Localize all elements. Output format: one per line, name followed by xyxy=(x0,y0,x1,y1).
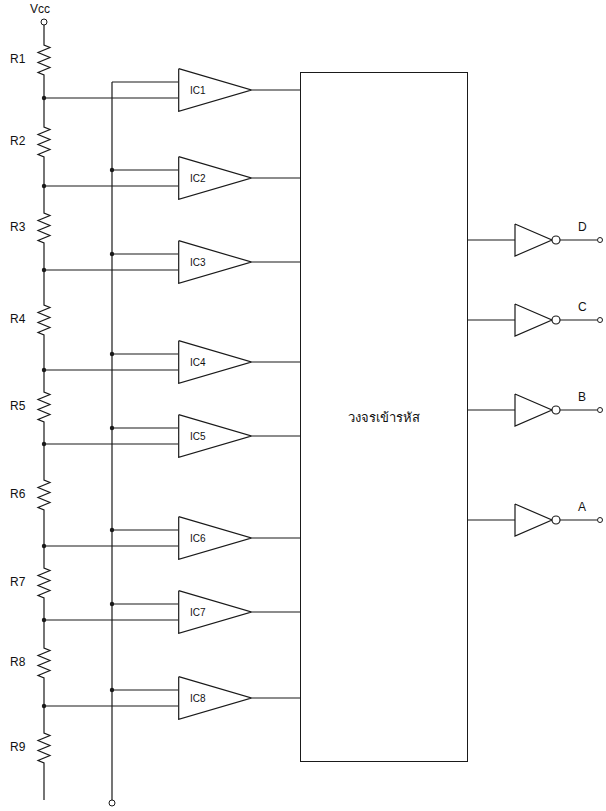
output-label: C xyxy=(578,300,587,314)
input-wire xyxy=(112,81,178,82)
junction-dot xyxy=(110,528,114,532)
tap-wire xyxy=(44,705,178,706)
input-wire xyxy=(112,253,178,254)
junction-dot xyxy=(110,602,114,606)
tap-wire xyxy=(44,443,178,444)
component-label: IC3 xyxy=(190,257,206,268)
component-label: IC4 xyxy=(190,357,206,368)
comparator-outline xyxy=(178,340,252,384)
comparator-outline xyxy=(178,414,252,458)
junction-dot xyxy=(110,252,114,256)
output-wire xyxy=(252,537,300,538)
output-wire xyxy=(252,89,300,90)
resistor-label: R5 xyxy=(10,399,25,413)
junction-dot xyxy=(42,618,46,622)
input-wire xyxy=(112,169,178,170)
comparator-triangle: IC7 xyxy=(178,590,252,634)
component-label: IC8 xyxy=(190,693,206,704)
input-wire xyxy=(112,529,178,530)
resistor-label: R6 xyxy=(10,487,25,501)
tap-wire xyxy=(44,185,178,186)
input-wire xyxy=(112,689,178,690)
junction-dot xyxy=(42,268,46,272)
junction-dot xyxy=(42,184,46,188)
resistor-label: R4 xyxy=(10,312,25,326)
junction-dot xyxy=(42,442,46,446)
comparator-outline xyxy=(178,240,252,284)
output-wire xyxy=(252,697,300,698)
supply-label: Vcc xyxy=(30,2,50,16)
tap-wire xyxy=(44,97,178,98)
component-label: IC6 xyxy=(190,533,206,544)
output-label: D xyxy=(578,220,587,234)
resistor-label: R3 xyxy=(10,220,25,234)
resistor-label: R1 xyxy=(10,52,25,66)
output-label: B xyxy=(578,390,586,404)
comparator-triangle: IC1 xyxy=(178,68,252,112)
resistor-ladder xyxy=(38,25,50,800)
component-label: IC7 xyxy=(190,607,206,618)
output-wire xyxy=(252,611,300,612)
tap-wire xyxy=(44,269,178,270)
comparator-outline xyxy=(178,676,252,720)
input-wire xyxy=(112,603,178,604)
block-title: วงจรเข้ารหัส xyxy=(348,407,420,428)
junction-dot xyxy=(42,368,46,372)
comparator-outline xyxy=(178,68,252,112)
comparator-triangle: IC5 xyxy=(178,414,252,458)
output-label: A xyxy=(578,500,586,514)
component-label: IC1 xyxy=(190,85,206,96)
comparator-triangle: IC3 xyxy=(178,240,252,284)
component-label: IC5 xyxy=(190,431,206,442)
comparator-outline xyxy=(178,516,252,560)
input-wire xyxy=(112,427,178,428)
tap-wire xyxy=(44,369,178,370)
resistor-label: R7 xyxy=(10,575,25,589)
comparator-outline xyxy=(178,156,252,200)
reference-wire xyxy=(111,82,112,800)
junction-dot xyxy=(42,96,46,100)
comparator-triangle: IC4 xyxy=(178,340,252,384)
comparator-triangle: IC2 xyxy=(178,156,252,200)
input-wire xyxy=(112,353,178,354)
tap-wire xyxy=(44,545,178,546)
resistor-label: R9 xyxy=(10,740,25,754)
input-terminal xyxy=(109,800,115,806)
output-wire xyxy=(252,177,300,178)
junction-dot xyxy=(42,704,46,708)
junction-dot xyxy=(42,544,46,548)
junction-dot xyxy=(110,352,114,356)
tap-wire xyxy=(44,619,178,620)
comparator-triangle: IC8 xyxy=(178,676,252,720)
junction-dot xyxy=(110,688,114,692)
resistor-label: R2 xyxy=(10,134,25,148)
comparator-outline xyxy=(178,590,252,634)
encoder-box: วงจรเข้ารหัส xyxy=(300,72,468,762)
output-wire xyxy=(252,361,300,362)
junction-dot xyxy=(110,168,114,172)
component-label: IC2 xyxy=(190,173,206,184)
comparator-triangle: IC6 xyxy=(178,516,252,560)
output-wire xyxy=(252,261,300,262)
vcc-terminal xyxy=(41,19,47,25)
junction-dot xyxy=(110,426,114,430)
output-wire xyxy=(252,435,300,436)
resistor-label: R8 xyxy=(10,655,25,669)
